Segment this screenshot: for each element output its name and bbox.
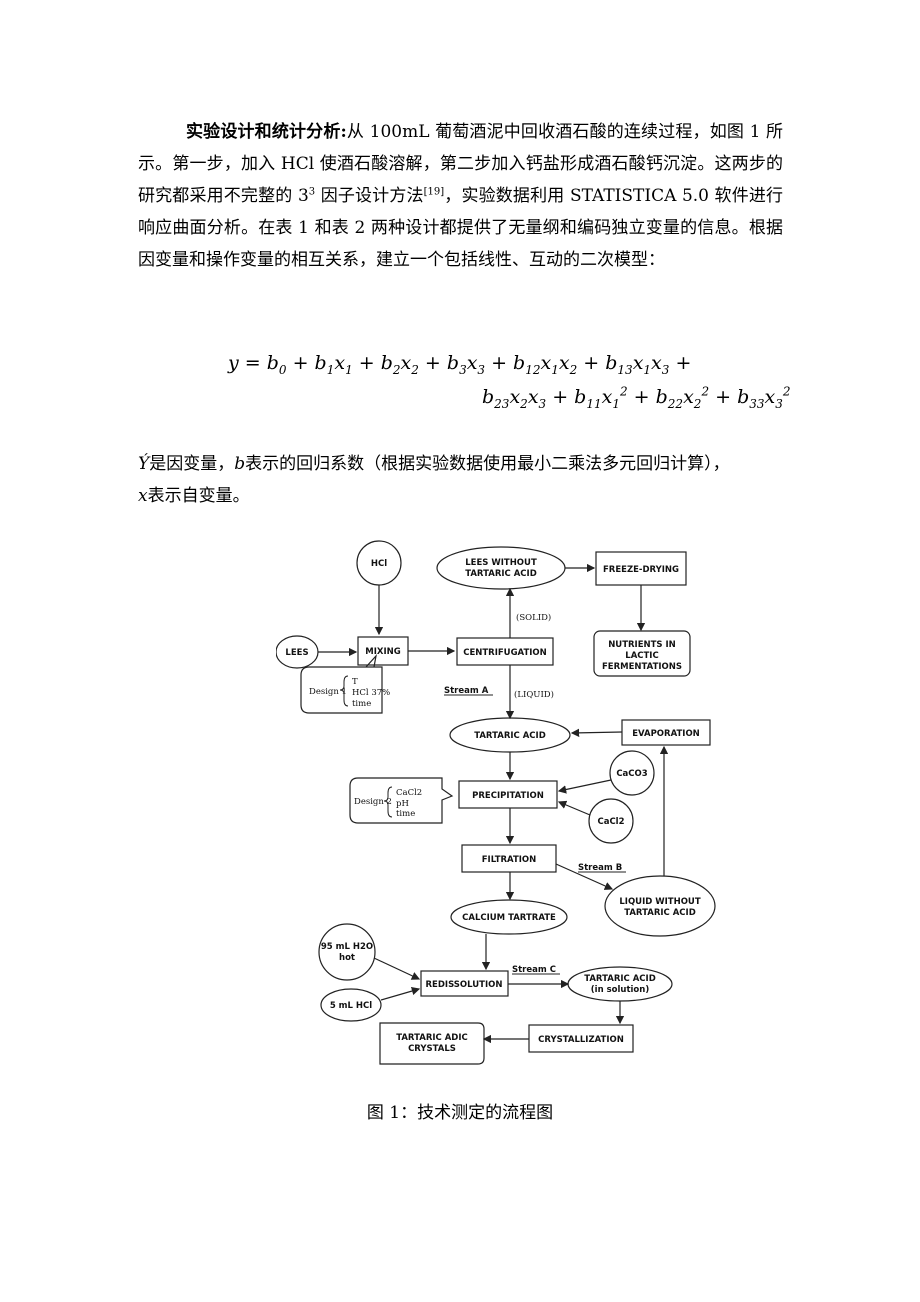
design1-time: time <box>352 699 371 709</box>
precipitation-label: PRECIPITATION <box>472 791 544 801</box>
tartaric-solution-node <box>567 966 673 1002</box>
cacl2-label: CaCl2 <box>597 817 624 827</box>
equation-line-2: b23x2x3 + b11x12 + b22x22 + b33x32 <box>482 384 791 411</box>
liquid-without-node <box>604 875 716 937</box>
variables-text-c: 表示自变量。 <box>147 486 250 506</box>
water-label-2: hot <box>339 953 355 963</box>
lees-without-label-2: TARTARIC ACID <box>465 569 537 579</box>
crystals-box <box>379 1022 485 1065</box>
variables-text-a: 是因变量， <box>149 454 235 474</box>
cacl2-node <box>588 798 634 844</box>
stream-a-label: Stream A <box>444 686 489 696</box>
hcl-label: HCl <box>371 559 387 569</box>
citation-ref: [19] <box>423 186 445 198</box>
centrifugation-box <box>456 637 554 666</box>
crystals-label-2: CRYSTALS <box>408 1044 456 1054</box>
hcl-5ml-node <box>320 988 382 1022</box>
regression-equation: y = b0 + b1x1 + b2x2 + b3x3 + b12x1x2 + … <box>228 352 791 422</box>
ta-solution-label-2: (in solution) <box>591 985 650 995</box>
figure-caption: 图 1：技术测定的流程图 <box>366 1103 554 1123</box>
nutrients-box <box>593 630 691 677</box>
b-symbol: b <box>234 454 246 474</box>
liquid-without-label-1: LIQUID WITHOUT <box>619 897 700 907</box>
liquid-label: (LIQUID) <box>514 689 554 700</box>
x-symbol: x <box>138 486 148 506</box>
caco3-node <box>609 750 655 796</box>
y-hat-symbol: Ý <box>138 454 150 474</box>
tartaric-acid-label: TARTARIC ACID <box>474 731 546 741</box>
crystals-label-1: TARTARIC ADIC <box>396 1033 468 1043</box>
lees-label: LEES <box>285 648 308 658</box>
filtration-label: FILTRATION <box>482 855 537 865</box>
design1-label: Design 1 <box>309 687 347 697</box>
caco3-label: CaCO3 <box>616 769 647 779</box>
process-flowchart: HCl LEES MIXING CENTRIFUGATION LEES WITH… <box>275 534 722 1066</box>
precipitation-box <box>458 780 558 809</box>
crystallization-label: CRYSTALLIZATION <box>538 1035 624 1045</box>
freeze-drying-label: FREEZE-DRYING <box>603 565 679 575</box>
design1-t: T <box>352 677 358 687</box>
calcium-tartrate-label: CALCIUM TARTRATE <box>462 913 556 923</box>
centrifugation-label: CENTRIFUGATION <box>463 648 547 658</box>
design2-callout <box>349 777 454 824</box>
ta-solution-label-1: TARTARIC ACID <box>584 974 656 984</box>
design2-label: Design 2 <box>354 797 392 807</box>
section-heading: 实验设计和统计分析: <box>186 122 347 142</box>
equation-line-1: y = b0 + b1x1 + b2x2 + b3x3 + b12x1x2 + … <box>228 352 692 377</box>
liquid-without-label-2: TARTARIC ACID <box>624 908 696 918</box>
mixing-label: MIXING <box>365 647 400 657</box>
water-label-1: 95 mL H2O <box>321 942 373 952</box>
paragraph-text-c: ，实验数据利用 STATISTICA 5.0 软件进行响应曲面分析。在表 1 和… <box>138 186 783 270</box>
water-node <box>318 923 376 981</box>
design2-cacl2: CaCl2 <box>396 788 422 798</box>
redissolution-label: REDISSOLUTION <box>426 980 503 990</box>
lees-without-label-1: LEES WITHOUT <box>465 558 537 568</box>
paragraph-text: 从 100mL 葡萄酒泥中回收酒石酸的连续过程，如图 1 所示。第一步，加入 H… <box>138 122 783 206</box>
nutrients-label-3: FERMENTATIONS <box>602 662 682 672</box>
paragraph-variables: Ý是因变量，b表示的回归系数（根据实验数据使用最小二乘法多元回归计算）， x表示自… <box>138 448 783 512</box>
design1-callout <box>300 666 383 714</box>
filtration-box <box>461 844 557 873</box>
design1-hcl: HCl 37% <box>352 688 390 698</box>
hcl-5ml-label: 5 mL HCl <box>330 1001 372 1011</box>
stream-b-label: Stream B <box>578 863 622 873</box>
paragraph-text-b: 因子设计方法 <box>315 186 424 206</box>
nutrients-label-1: NUTRIENTS IN <box>608 640 676 650</box>
paragraph-methods: 实验设计和统计分析:从 100mL 葡萄酒泥中回收酒石酸的连续过程，如图 1 所… <box>138 116 783 276</box>
design2-ph: pH <box>396 799 409 809</box>
design2-time: time <box>396 809 415 819</box>
nutrients-label-2: LACTIC <box>625 651 658 661</box>
variables-text-b: 表示的回归系数（根据实验数据使用最小二乘法多元回归计算）， <box>245 454 730 474</box>
stream-c-label: Stream C <box>512 965 556 975</box>
lees-without-node <box>436 546 566 590</box>
evaporation-label: EVAPORATION <box>632 729 700 739</box>
solid-label: (SOLID) <box>516 612 551 623</box>
calcium-tartrate-node <box>450 899 568 935</box>
superscript-3: 3 <box>308 186 316 198</box>
